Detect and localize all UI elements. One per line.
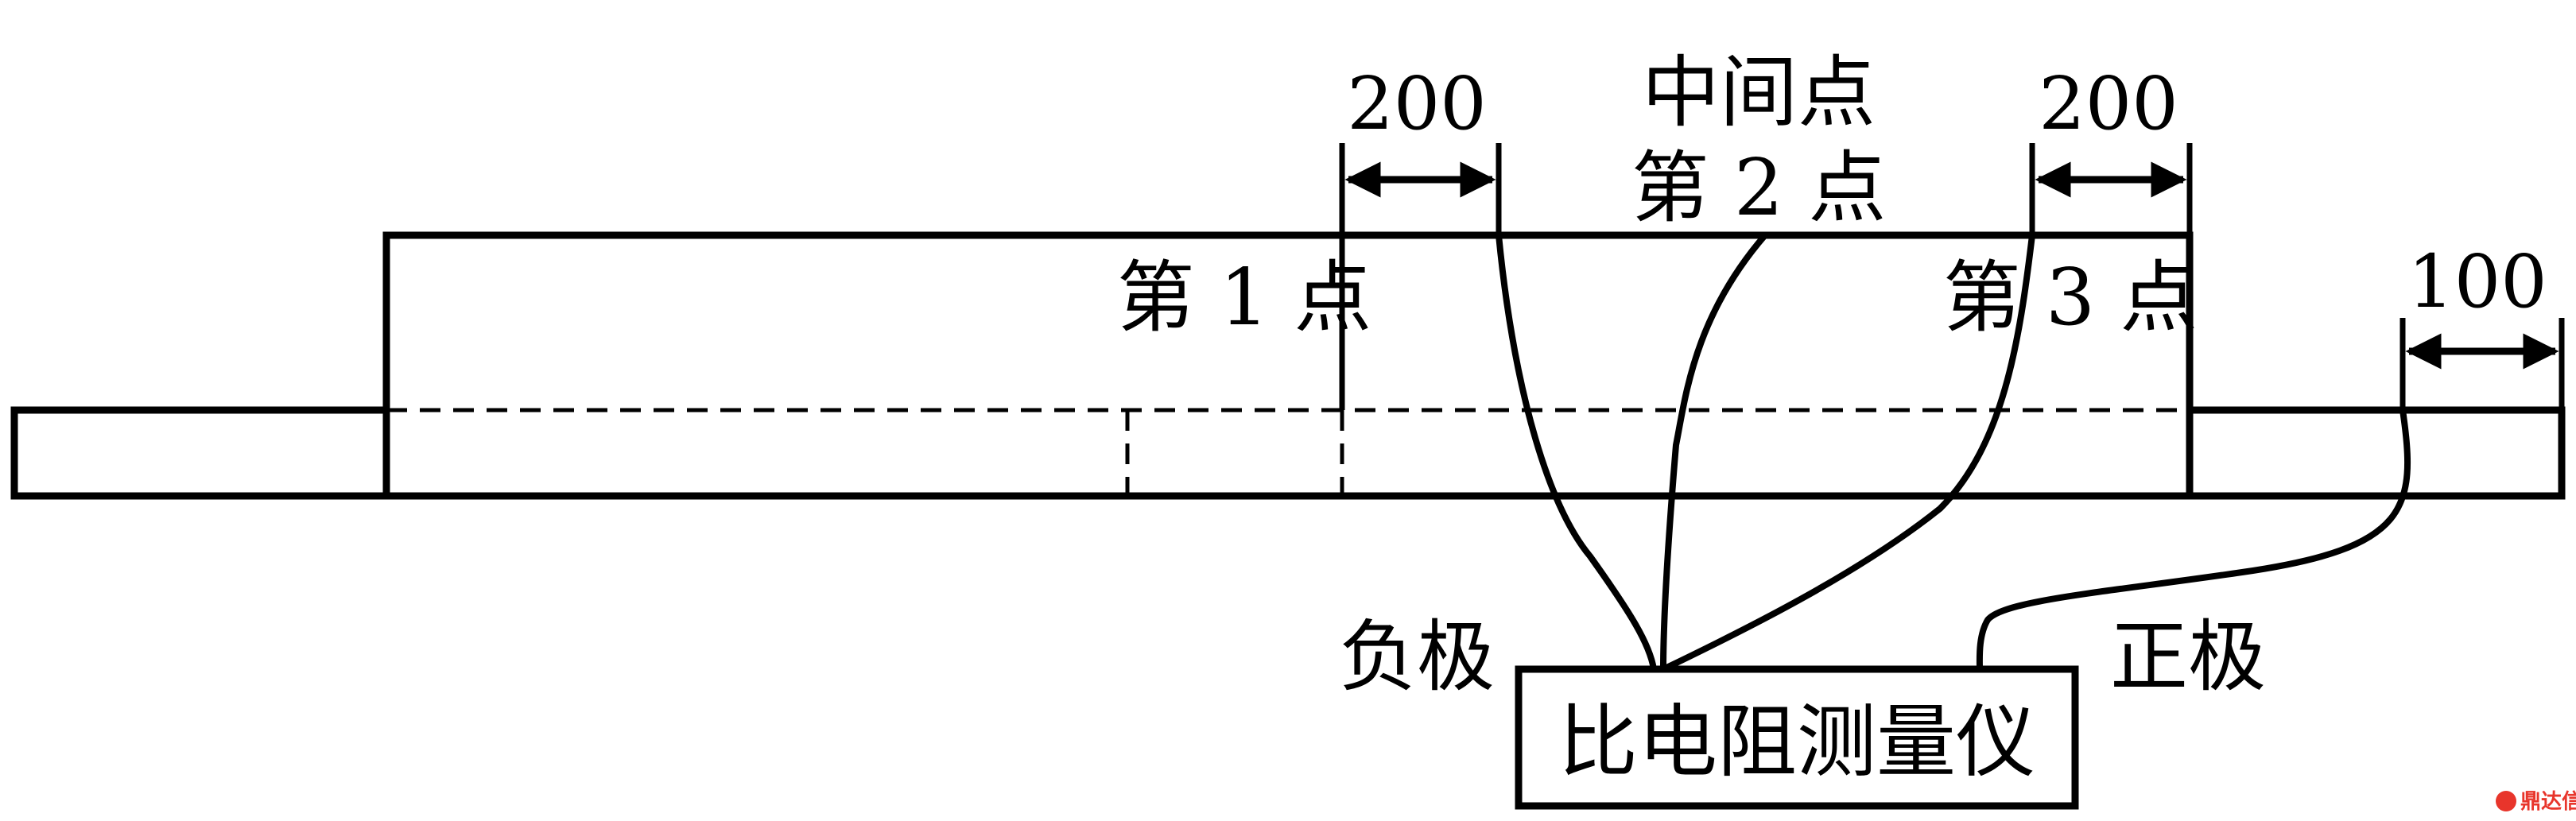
wire-positive bbox=[1976, 409, 2411, 670]
positive-label: 正极 bbox=[2110, 612, 2266, 703]
dim-right-label: 200 bbox=[2039, 61, 2178, 146]
wire-point1 bbox=[1496, 234, 1657, 670]
point3-label: 第 3 点 bbox=[1943, 253, 2198, 343]
watermark-logo: 鼎达信 bbox=[2496, 789, 2576, 813]
dim-end-label: 100 bbox=[2407, 239, 2547, 324]
wire-point2 bbox=[1660, 233, 1768, 670]
midpoint-label: 中间点 bbox=[1642, 48, 1876, 138]
point2-label: 第 2 点 bbox=[1631, 143, 1887, 234]
dim-left-label: 200 bbox=[1347, 61, 1487, 146]
instrument-label: 比电阻测量仪 bbox=[1558, 695, 2035, 788]
bar-left-extension bbox=[10, 406, 390, 500]
central-block bbox=[382, 231, 2194, 496]
wire-point3 bbox=[1662, 234, 2035, 672]
instrument-box bbox=[1515, 665, 2079, 810]
point1-label: 第 1 点 bbox=[1117, 253, 1372, 343]
watermark-icon bbox=[2496, 791, 2516, 811]
negative-label: 负极 bbox=[1339, 612, 1495, 703]
watermark-text: 鼎达信 bbox=[2520, 789, 2576, 813]
bar-right-extension bbox=[2186, 406, 2566, 500]
